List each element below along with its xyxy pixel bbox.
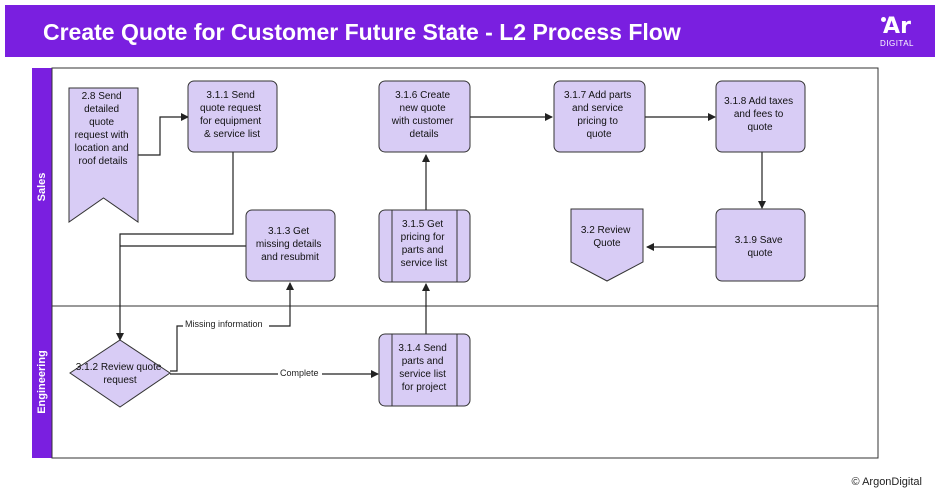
lane-label-sales: Sales <box>32 68 52 306</box>
node-label-3-1-7: 3.1.7 Add parts and service pricing to q… <box>564 90 634 140</box>
node-label-3-1-2: 3.1.2 Review quote request <box>76 362 164 386</box>
node-3-1-1 <box>187 80 278 153</box>
node-2-8-offpage-connector <box>68 87 139 223</box>
lane-label-engineering: Engineering <box>32 306 52 458</box>
node-3-1-5-subprocess <box>378 209 471 283</box>
node-label-3-1-4: 3.1.4 Send parts and service list for pr… <box>398 343 449 393</box>
node-label-3-1-8: 3.1.8 Add taxes and fees to quote <box>724 96 796 133</box>
node-label-3-1-6: 3.1.6 Create new quote with customer det… <box>391 90 456 140</box>
node-3-1-7 <box>553 80 646 153</box>
logo-dot-icon <box>881 17 886 22</box>
node-3-1-9 <box>715 208 806 282</box>
copyright-footer: © ArgonDigital <box>851 476 922 488</box>
edge-label-bg <box>278 367 322 379</box>
edge-3-1-1-to-3-1-2 <box>116 152 234 341</box>
edge-missing-information <box>170 282 294 372</box>
logo-mark: Ar <box>883 14 911 39</box>
edge-2-8-to-3-1-1 <box>138 113 189 156</box>
node-label-3-2: 3.2 Review Quote <box>581 225 633 249</box>
node-label-2-8: 2.8 Send detailed quote request with loc… <box>75 91 132 167</box>
edge-label-missing: Missing information <box>185 319 263 329</box>
node-label-3-1-9: 3.1.9 Save quote <box>735 235 786 259</box>
node-3-1-4-subprocess <box>378 333 471 407</box>
node-3-1-3 <box>245 209 336 282</box>
page-title: Create Quote for Customer Future State -… <box>43 19 681 45</box>
lane-engineering <box>51 305 879 459</box>
header-banner: Create Quote for Customer Future State -… <box>5 5 935 57</box>
node-3-1-8 <box>715 80 806 153</box>
argon-digital-logo: Ar DIGITAL <box>875 15 919 53</box>
node-label-3-1-1: 3.1.1 Send quote request for equipment &… <box>200 90 264 140</box>
node-3-1-6 <box>378 80 471 153</box>
node-label-3-1-5: 3.1.5 Get pricing for parts and service … <box>401 219 448 269</box>
edge-label-complete: Complete <box>280 368 319 378</box>
node-3-2-offpage-connector <box>570 208 644 282</box>
node-label-3-1-3: 3.1.3 Get missing details and resubmit <box>256 226 324 263</box>
logo-subtext: DIGITAL <box>879 39 915 48</box>
node-3-1-2-decision <box>69 339 171 408</box>
edge-label-bg <box>183 318 269 330</box>
